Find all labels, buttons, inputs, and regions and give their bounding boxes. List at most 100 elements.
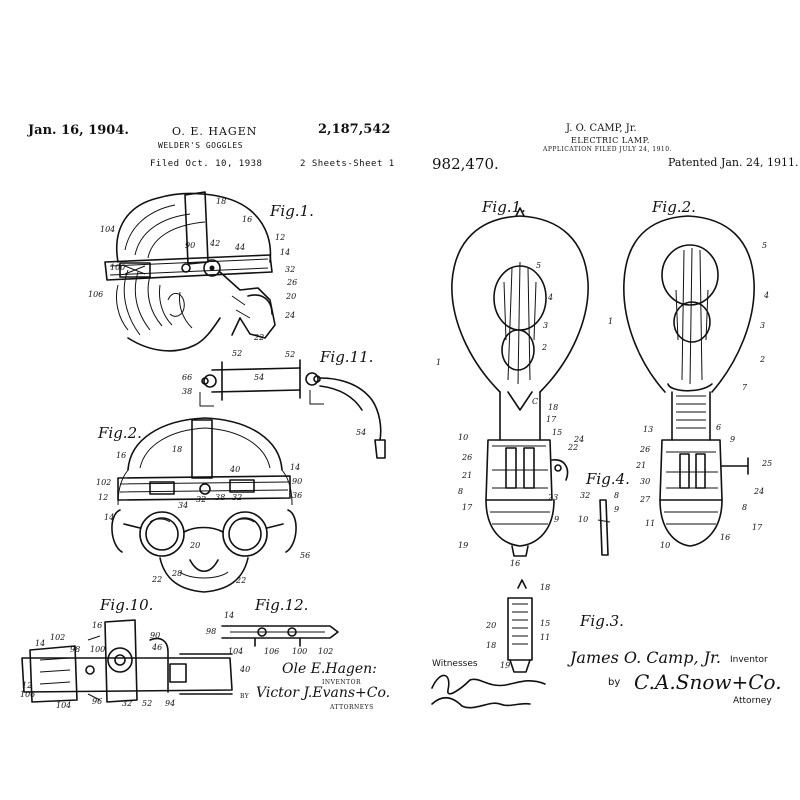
right-patent-patented: Patented Jan. 24, 1911. <box>668 156 799 169</box>
svg-text:18: 18 <box>540 583 550 592</box>
svg-text:106: 106 <box>264 647 279 656</box>
right-attorney-signature: C.A.Snow+Co. <box>634 670 782 694</box>
svg-text:46: 46 <box>151 643 162 652</box>
svg-text:20: 20 <box>189 541 200 550</box>
left-patent-inventor-header: O. E. HAGEN <box>172 125 258 138</box>
left-patent-number: 2,187,542 <box>318 122 391 137</box>
svg-text:106: 106 <box>88 290 103 299</box>
right-fig2-label: Fig.2. <box>651 198 696 216</box>
svg-text:100: 100 <box>110 263 125 272</box>
svg-text:16: 16 <box>92 621 102 630</box>
svg-text:4: 4 <box>763 291 769 300</box>
svg-text:22: 22 <box>235 576 246 585</box>
svg-text:102: 102 <box>50 633 65 642</box>
left-fig1-label: Fig.1. <box>269 202 314 220</box>
right-patent-inventor-header: J. O. CAMP, Jr. <box>566 123 637 134</box>
svg-text:12: 12 <box>275 233 285 242</box>
svg-text:2: 2 <box>759 355 765 364</box>
svg-text:24: 24 <box>284 311 295 320</box>
svg-text:28: 28 <box>171 569 182 578</box>
svg-text:17: 17 <box>752 523 763 532</box>
left-fig2-head-front: 18 16 14 90 36 102 12 14 40 32 32 34 38 … <box>96 417 310 593</box>
right-patent-title: ELECTRIC LAMP. <box>571 136 650 145</box>
svg-text:16: 16 <box>510 559 520 568</box>
svg-text:17: 17 <box>462 503 473 512</box>
left-patent-date: Jan. 16, 1904. <box>28 123 129 138</box>
svg-text:66: 66 <box>182 373 192 382</box>
svg-text:21: 21 <box>635 461 646 470</box>
left-patent-sheets: 2 Sheets-Sheet 1 <box>300 159 395 169</box>
svg-text:18: 18 <box>216 197 226 206</box>
svg-text:21: 21 <box>461 471 472 480</box>
left-by-label: BY <box>240 693 250 700</box>
svg-text:9: 9 <box>554 515 559 524</box>
svg-text:10: 10 <box>660 541 670 550</box>
svg-text:11: 11 <box>645 519 655 528</box>
svg-text:12: 12 <box>22 681 32 690</box>
svg-text:18: 18 <box>486 641 496 650</box>
svg-text:15: 15 <box>552 428 562 437</box>
left-attorney-signature: Victor J.Evans+Co. <box>256 685 391 701</box>
svg-text:14: 14 <box>224 611 234 620</box>
right-fig1-lamp: 5 4 3 2 1 C 18 17 15 10 26 21 8 17 19 16… <box>436 207 589 568</box>
svg-text:24: 24 <box>753 487 764 496</box>
svg-text:8: 8 <box>458 487 463 496</box>
svg-text:54: 54 <box>254 373 264 382</box>
svg-text:19: 19 <box>500 661 510 670</box>
svg-text:11: 11 <box>540 633 550 642</box>
right-witnesses-label: Witnesses <box>432 659 478 669</box>
left-fig2-label: Fig.2. <box>97 424 142 442</box>
right-patent-number: 982,470. <box>432 155 499 173</box>
left-fig10-bracket: 16 90 46 102 14 98 100 12 106 104 96 32 … <box>20 619 250 710</box>
svg-text:14: 14 <box>290 463 300 472</box>
svg-text:40: 40 <box>229 465 240 474</box>
svg-text:4: 4 <box>547 293 553 302</box>
svg-text:32: 32 <box>285 265 295 274</box>
right-fig3-socket: 18 20 18 15 11 19 <box>485 579 550 673</box>
svg-text:16: 16 <box>116 451 126 460</box>
left-fig10-label: Fig.10. <box>99 596 153 614</box>
svg-text:1: 1 <box>436 358 441 367</box>
left-inventor-signature: Ole E.Hagen: <box>282 661 377 677</box>
svg-text:14: 14 <box>280 248 290 257</box>
svg-text:C: C <box>532 397 538 406</box>
svg-text:90: 90 <box>150 631 160 640</box>
svg-text:42: 42 <box>209 239 220 248</box>
svg-text:52: 52 <box>285 350 295 359</box>
right-witness-signature-1 <box>431 674 546 695</box>
right-fig1-label: Fig.1. <box>481 198 526 216</box>
svg-text:10: 10 <box>578 515 588 524</box>
svg-text:54: 54 <box>356 428 366 437</box>
right-fig3-label: Fig.3. <box>579 612 624 630</box>
svg-text:16: 16 <box>720 533 730 542</box>
left-fig12-label: Fig.12. <box>254 596 308 614</box>
svg-text:14: 14 <box>104 513 114 522</box>
svg-text:10: 10 <box>458 433 468 442</box>
svg-text:102: 102 <box>318 647 333 656</box>
svg-text:104: 104 <box>56 701 71 710</box>
svg-text:26: 26 <box>286 278 297 287</box>
left-attorney-caption: ATTORNEYS <box>330 704 374 711</box>
svg-text:100: 100 <box>292 647 307 656</box>
svg-text:6: 6 <box>716 423 721 432</box>
right-fig2-lamp: 5 4 3 2 7 1 13 6 9 26 21 30 27 25 24 8 1… <box>608 215 772 550</box>
svg-text:104: 104 <box>228 647 243 656</box>
svg-text:32: 32 <box>232 493 242 502</box>
svg-text:38: 38 <box>182 387 192 396</box>
left-fig11-hinge-detail: 52 52 54 66 38 54 <box>182 349 386 459</box>
svg-text:98: 98 <box>206 627 216 636</box>
svg-text:40: 40 <box>239 665 250 674</box>
left-inventor-caption: INVENTOR <box>322 679 362 686</box>
svg-text:24: 24 <box>573 435 584 444</box>
svg-text:9: 9 <box>730 435 735 444</box>
svg-text:9: 9 <box>614 505 619 514</box>
svg-text:14: 14 <box>35 639 45 648</box>
svg-text:22: 22 <box>253 333 264 342</box>
svg-text:8: 8 <box>614 491 619 500</box>
svg-text:22: 22 <box>567 443 578 452</box>
svg-text:17: 17 <box>546 415 557 424</box>
svg-text:52: 52 <box>232 349 242 358</box>
svg-text:8: 8 <box>742 503 747 512</box>
svg-text:106: 106 <box>20 690 35 699</box>
